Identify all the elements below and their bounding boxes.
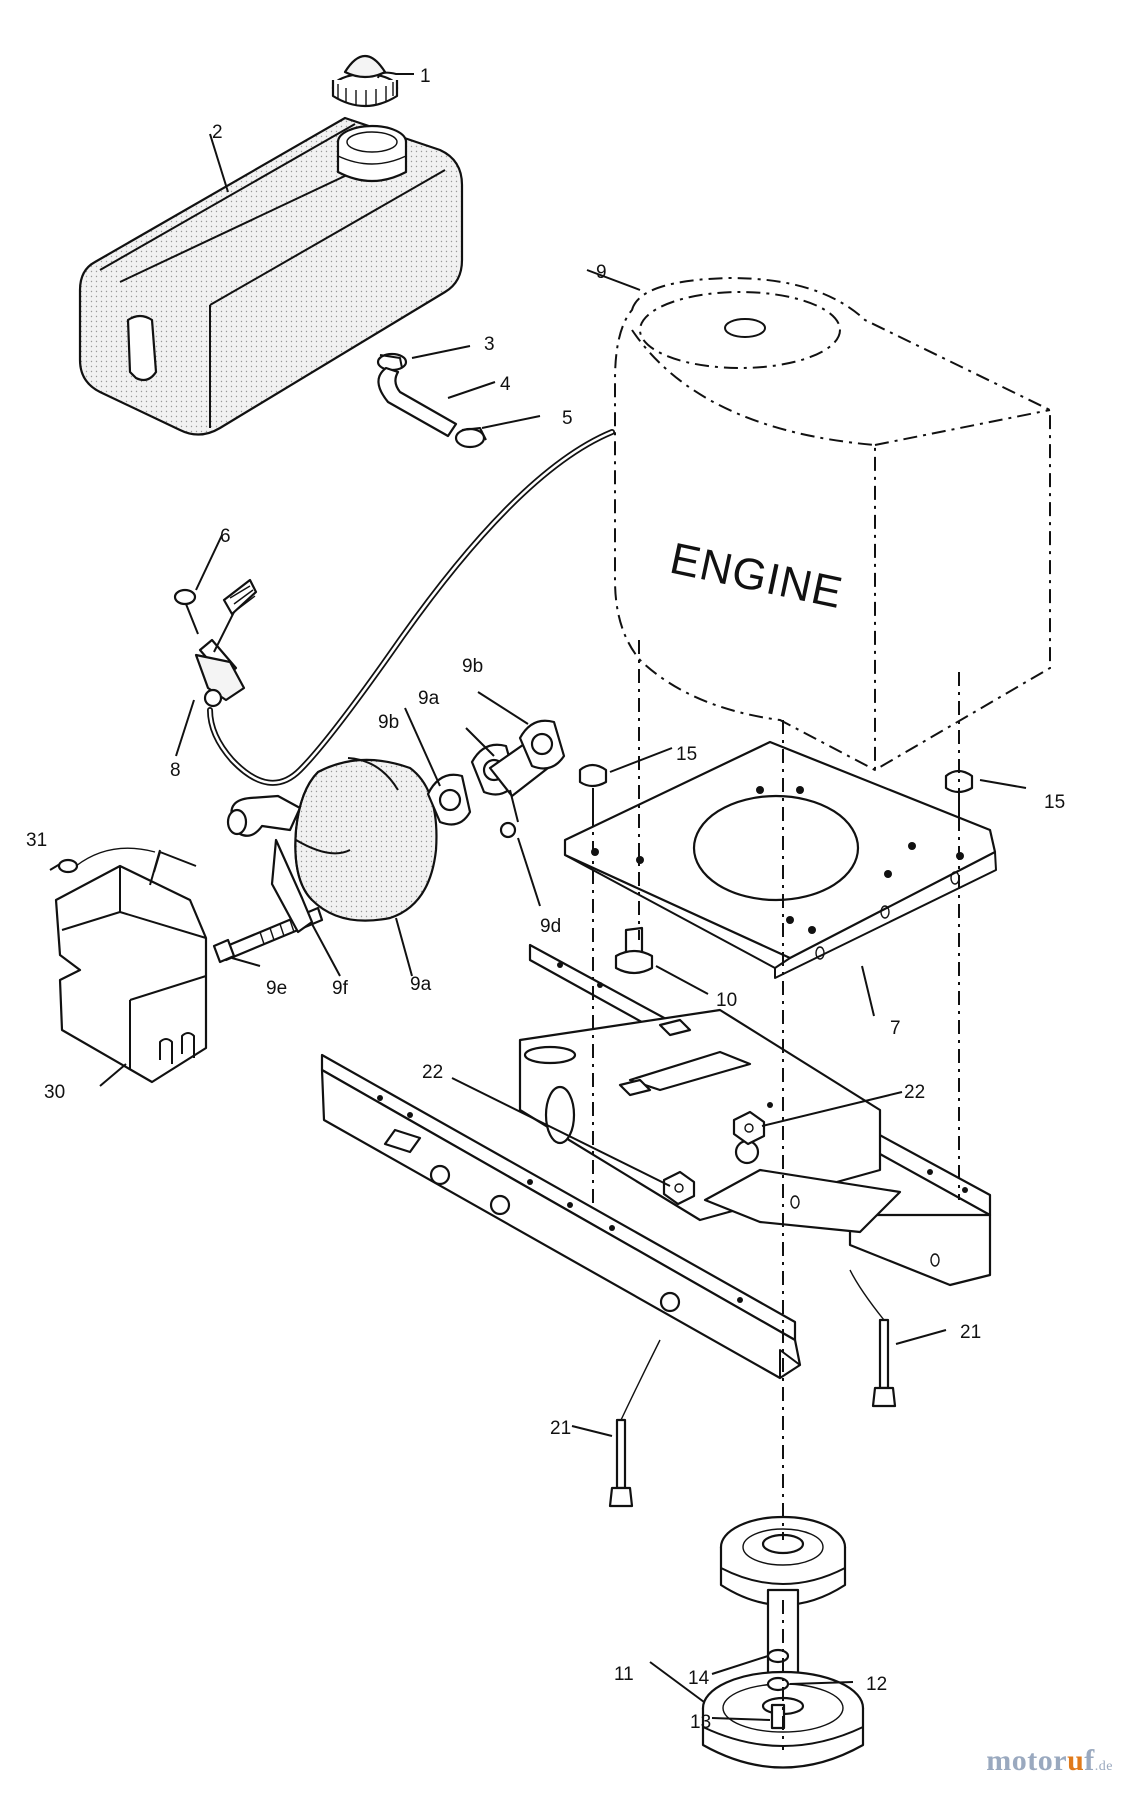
- callout-13: 13: [690, 1712, 711, 1733]
- callout-11: 11: [614, 1664, 634, 1685]
- callout-9b-left: 9b: [378, 712, 399, 733]
- throttle-cable: [207, 429, 615, 786]
- callout-14: 14: [688, 1668, 710, 1689]
- heat-shield: [54, 847, 208, 1084]
- muffler: [226, 757, 438, 922]
- muffler-bolt-bracket: [212, 838, 324, 964]
- exhaust-gaskets: [426, 719, 566, 839]
- callouts: 1 2 3 4 5 6 7 8 9 9a 9a 9b 9b 9d 9e 9f 1…: [26, 66, 1065, 1733]
- callout-9f: 9f: [332, 978, 349, 999]
- leader-lines: [49, 71, 1027, 1721]
- watermark-tld: .de: [1094, 1759, 1113, 1774]
- callout-3: 3: [484, 334, 495, 355]
- callout-30: 30: [44, 1082, 65, 1103]
- engine: ENGINE: [614, 276, 1051, 772]
- callout-9a-top: 9a: [418, 688, 440, 709]
- callout-9: 9: [596, 262, 607, 283]
- callout-8: 8: [170, 760, 181, 781]
- engine-label: ENGINE: [666, 534, 847, 618]
- tractor-frame: [320, 943, 992, 1380]
- watermark-brand-main: motor: [986, 1744, 1068, 1777]
- callout-21-left: 21: [550, 1418, 571, 1439]
- callout-6: 6: [220, 526, 231, 547]
- callout-2: 2: [212, 122, 223, 143]
- fuel-cap: [331, 54, 399, 107]
- bolt-10: [614, 926, 654, 975]
- bolts-21: [608, 1269, 897, 1508]
- callout-9e: 9e: [266, 978, 287, 999]
- callout-5: 5: [562, 408, 573, 429]
- callout-9d: 9d: [540, 916, 561, 937]
- callout-10: 10: [716, 990, 737, 1011]
- callout-1: 1: [420, 66, 431, 87]
- callout-15-left: 15: [676, 744, 697, 765]
- callout-22-right: 22: [904, 1082, 925, 1103]
- callout-22-left: 22: [422, 1062, 443, 1083]
- fuel-line-assembly: [376, 352, 487, 449]
- callout-15-right: 15: [1044, 792, 1065, 813]
- nuts-22: [662, 1110, 766, 1206]
- watermark-brand-end: f: [1084, 1744, 1095, 1777]
- watermark-logo: motoruf.de: [986, 1744, 1113, 1778]
- fuel-tank: [78, 116, 464, 436]
- engine-mounting-plate: [563, 740, 997, 979]
- throttle-control: [173, 578, 258, 708]
- callout-7: 7: [890, 1018, 901, 1039]
- callout-9b-right: 9b: [462, 656, 483, 677]
- alignment-lines: [592, 640, 960, 1750]
- watermark-brand-accent: u: [1067, 1744, 1085, 1777]
- callout-9a-bottom: 9a: [410, 974, 432, 995]
- callout-31: 31: [26, 830, 47, 851]
- callout-12: 12: [866, 1674, 887, 1695]
- callout-4: 4: [500, 374, 511, 395]
- callout-21-right: 21: [960, 1322, 981, 1343]
